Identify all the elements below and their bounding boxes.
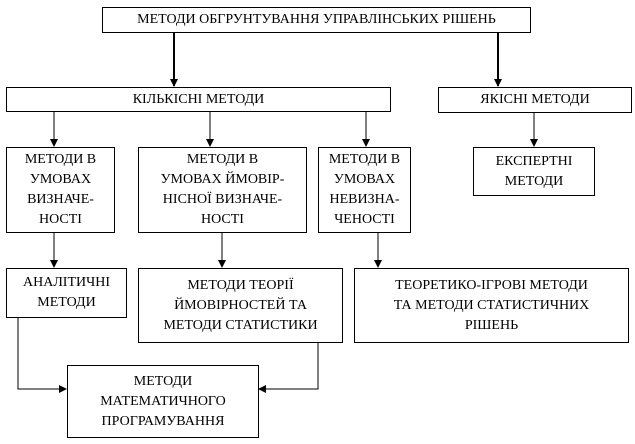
probability-theory-label: МЕТОДИ ТЕОРІЇ ЙМОВІРНОСТЕЙ ТА МЕТОДИ СТА… bbox=[163, 277, 318, 333]
qualitative-methods-node: ЯКІСНІ МЕТОДИ bbox=[438, 87, 632, 113]
math-programming-node: МЕТОДИ МАТЕМАТИЧНОГО ПРОГРАМУВАННЯ bbox=[67, 365, 259, 438]
analytical-methods-label: АНАЛІТИЧНІ МЕТОДИ bbox=[22, 275, 111, 310]
quantitative-methods-node: КІЛЬКІСНІ МЕТОДИ bbox=[6, 87, 391, 112]
game-theory-node: ТЕОРЕТИКО-ІГРОВІ МЕТОДИ ТА МЕТОДИ СТАТИС… bbox=[354, 268, 629, 343]
root-node-label: МЕТОДИ ОБГРУНТУВАННЯ УПРАВЛІНСЬКИХ РІШЕН… bbox=[137, 12, 496, 27]
edge-analytical-math-programming bbox=[17, 317, 67, 393]
analytical-methods-node: АНАЛІТИЧНІ МЕТОДИ bbox=[6, 268, 127, 318]
certainty-methods-node: МЕТОДИ В УМОВАХ ВИЗНАЧЕ- НОСТІ bbox=[6, 147, 115, 233]
root-node: МЕТОДИ ОБГРУНТУВАННЯ УПРАВЛІНСЬКИХ РІШЕН… bbox=[102, 7, 531, 33]
math-programming-label: МЕТОДИ МАТЕМАТИЧНОГО ПРОГРАМУВАННЯ bbox=[100, 373, 226, 429]
probabilistic-methods-node: МЕТОДИ В УМОВАХ ЙМОВІР- НІСНОЇ ВИЗНАЧЕ- … bbox=[138, 147, 307, 233]
qualitative-methods-label: ЯКІСНІ МЕТОДИ bbox=[480, 92, 590, 107]
game-theory-label: ТЕОРЕТИКО-ІГРОВІ МЕТОДИ ТА МЕТОДИ СТАТИС… bbox=[393, 277, 590, 333]
expert-methods-label: ЕКСПЕРТНІ МЕТОДИ bbox=[495, 153, 573, 189]
edge-probability-theory-math-programming bbox=[258, 342, 319, 393]
uncertainty-methods-label: МЕТОДИ В УМОВАХ НЕВИЗНА- ЧЕНОСТІ bbox=[328, 152, 401, 227]
certainty-methods-label: МЕТОДИ В УМОВАХ ВИЗНАЧЕ- НОСТІ bbox=[24, 152, 97, 227]
probability-theory-node: МЕТОДИ ТЕОРІЇ ЙМОВІРНОСТЕЙ ТА МЕТОДИ СТА… bbox=[138, 268, 343, 343]
expert-methods-node: ЕКСПЕРТНІ МЕТОДИ bbox=[473, 147, 595, 196]
quantitative-methods-label: КІЛЬКІСНІ МЕТОДИ bbox=[132, 91, 265, 107]
uncertainty-methods-node: МЕТОДИ В УМОВАХ НЕВИЗНА- ЧЕНОСТІ bbox=[318, 147, 411, 233]
probabilistic-methods-label: МЕТОДИ В УМОВАХ ЙМОВІР- НІСНОЇ ВИЗНАЧЕ- … bbox=[160, 152, 285, 227]
